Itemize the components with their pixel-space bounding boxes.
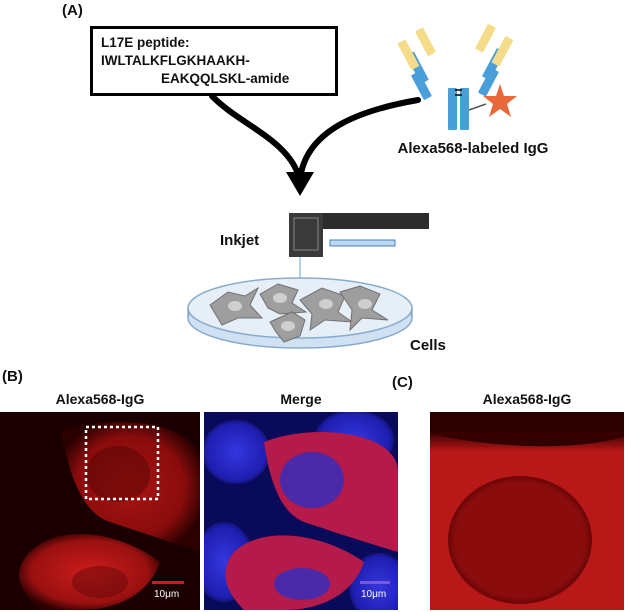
peptide-sequence-line2: EAKQQLSKL-amide — [161, 71, 290, 86]
alexa-star-icon — [483, 84, 517, 117]
arrow-from-peptide — [209, 93, 303, 183]
inkjet-label: Inkjet — [220, 232, 260, 249]
micrograph-alexa568-zoom — [430, 412, 624, 610]
scale-bar-label: 10μm — [361, 589, 387, 600]
panel-label-a: (A) — [62, 2, 83, 19]
antibody-icon — [397, 24, 514, 130]
panel-b-merge-title: Merge — [280, 391, 322, 407]
scale-bar — [360, 581, 390, 584]
igg-label: Alexa568-labeled IgG — [397, 140, 549, 157]
micrograph-merge: 10μm — [204, 412, 398, 610]
scale-bar-label: 10μm — [154, 589, 180, 600]
micrograph-alexa568: 10μm — [0, 412, 200, 610]
arrow-from-igg — [297, 97, 421, 183]
petri-dish-icon — [187, 277, 413, 349]
cells-label: Cells — [410, 337, 446, 354]
peptide-sequence-line1: IWLTALKFLGKHAAKH- — [101, 53, 250, 68]
arrow-head — [286, 172, 314, 196]
scale-bar — [152, 581, 184, 584]
panel-c-alexa-title: Alexa568-IgG — [482, 391, 572, 407]
schematic-diagram — [187, 24, 517, 349]
panel-label-c: (C) — [392, 374, 413, 391]
panel-label-b: (B) — [2, 368, 23, 385]
peptide-name: L17E peptide: — [101, 35, 190, 50]
inkjet-head-icon — [289, 213, 429, 300]
zoom-region-box — [84, 425, 160, 501]
panel-b-alexa-title: Alexa568-IgG — [55, 391, 145, 407]
